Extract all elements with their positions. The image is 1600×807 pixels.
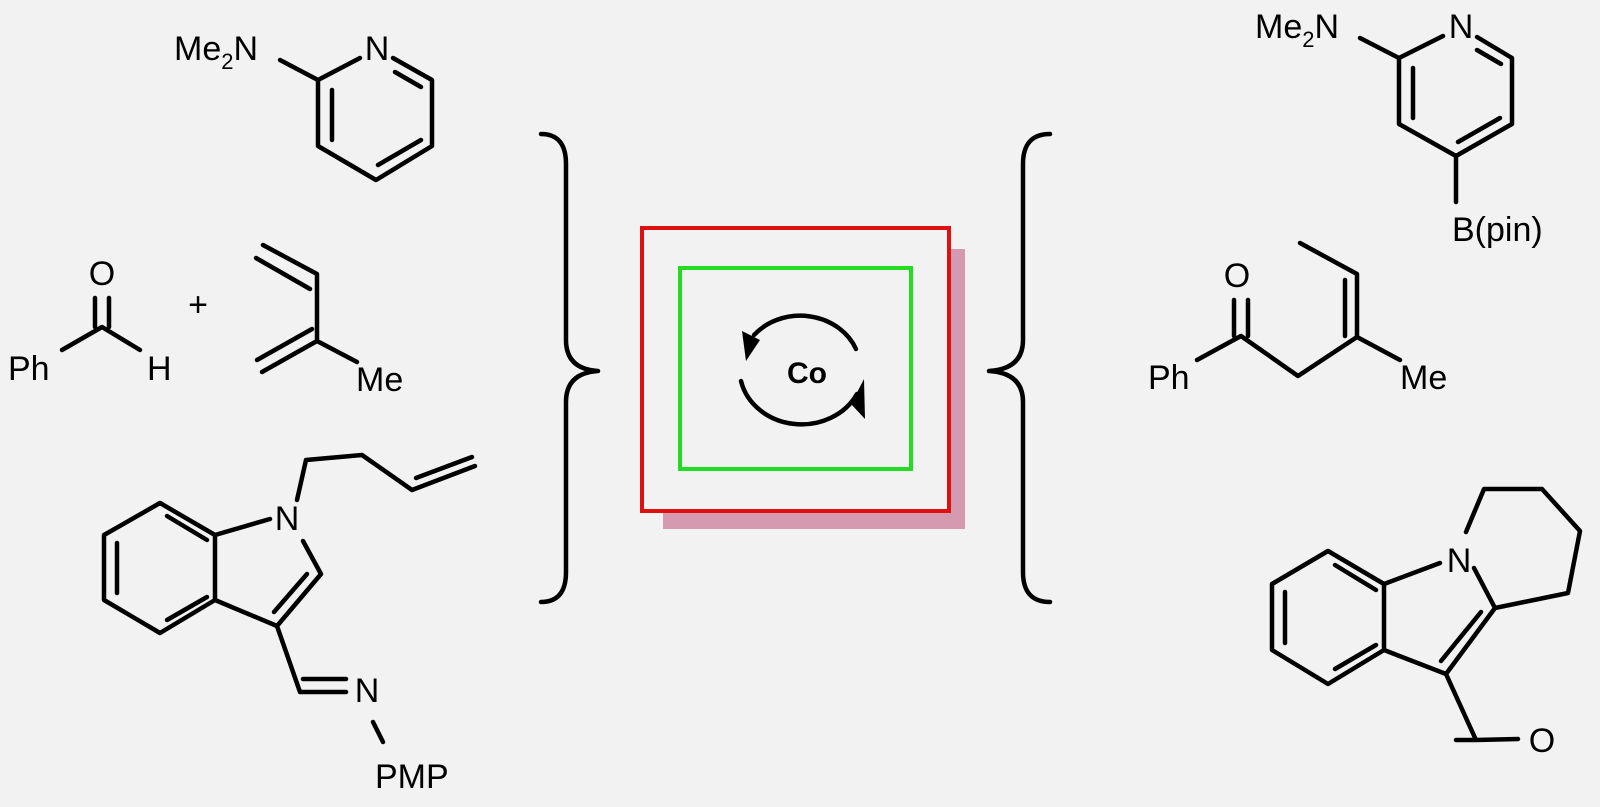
imine-n-label: N bbox=[355, 672, 380, 710]
right-brace bbox=[986, 131, 1053, 605]
indole-pyrrole-ring bbox=[212, 516, 324, 629]
isoprene-bonds bbox=[253, 242, 360, 375]
cycle-arrow-top bbox=[751, 313, 859, 352]
ketone-o-label: O bbox=[1224, 257, 1250, 295]
tricycle-o-label: O bbox=[1529, 722, 1555, 760]
reactant-isoprene: Me bbox=[253, 242, 403, 399]
aldehyde-ph-label: Ph bbox=[8, 350, 50, 388]
aldehyde-bonds bbox=[59, 295, 143, 353]
plus-sign: + bbox=[188, 286, 208, 324]
product-pyridine-ring bbox=[1357, 33, 1515, 159]
reactant-indole-imine: N N PMP bbox=[101, 452, 478, 796]
left-brace bbox=[538, 131, 601, 605]
indole-pyrrole-double-bond bbox=[271, 571, 310, 615]
indole-imine-bonds bbox=[274, 623, 349, 695]
tricycle-benzo-double-bonds bbox=[1282, 562, 1379, 672]
cycle-arrowhead-top bbox=[742, 331, 760, 361]
indole-n-label: N bbox=[275, 500, 300, 538]
product-pyridine-double-bonds bbox=[1410, 47, 1504, 145]
product-ketone: O Ph Me bbox=[1148, 240, 1447, 397]
tricycle-benzo-ring bbox=[1269, 548, 1387, 687]
catalyst-box-outer bbox=[640, 226, 951, 513]
ketone-bonds bbox=[1194, 297, 1403, 379]
product-pyridine-n-label: N bbox=[1449, 8, 1474, 46]
reactant-benzaldehyde: O Ph H bbox=[8, 255, 172, 388]
cycle-arrow-bottom bbox=[738, 378, 860, 427]
catalyst-label: Co bbox=[787, 357, 827, 390]
catalyst-box-inner bbox=[678, 266, 913, 471]
ketone-me-label: Me bbox=[1400, 359, 1447, 397]
product-amine-label: Me2N bbox=[1255, 8, 1339, 52]
ketone-alkene-bonds bbox=[1297, 240, 1360, 340]
tricycle-pyrrole-ring bbox=[1381, 560, 1498, 677]
pyridine-ring bbox=[277, 55, 435, 183]
isoprene-me-label: Me bbox=[356, 361, 403, 399]
reactant-dimethylaminopyridine: Me2N N bbox=[174, 30, 435, 183]
pmp-label: PMP bbox=[375, 758, 449, 796]
pyridine-n-label: N bbox=[365, 30, 390, 68]
cycle-arrowhead-bottom bbox=[851, 379, 865, 419]
ketone-ph-label: Ph bbox=[1148, 359, 1190, 397]
product-borylpyridine: Me2N N B(pin) bbox=[1255, 8, 1543, 249]
bpin-label: B(pin) bbox=[1452, 211, 1543, 249]
catalyst-box: Co bbox=[640, 226, 965, 529]
tricycle-aldehyde-bonds bbox=[1443, 671, 1521, 743]
product-tricycle: N O bbox=[1269, 486, 1583, 760]
amine-label: Me2N bbox=[174, 30, 258, 74]
pyridine-double-bonds bbox=[329, 69, 424, 168]
tricycle-pyrrole-double-bond bbox=[1438, 609, 1484, 664]
aldehyde-h-label: H bbox=[147, 350, 172, 388]
aldehyde-o-label: O bbox=[89, 255, 115, 293]
tricycle-n-label: N bbox=[1447, 542, 1472, 580]
indole-benzo-ring bbox=[101, 500, 218, 636]
indole-butenyl-chain bbox=[294, 452, 478, 503]
imine-n-pmp-bond bbox=[370, 719, 386, 745]
tricycle-piperidine-ring bbox=[1463, 486, 1583, 611]
indole-benzo-double-bonds bbox=[114, 513, 210, 623]
